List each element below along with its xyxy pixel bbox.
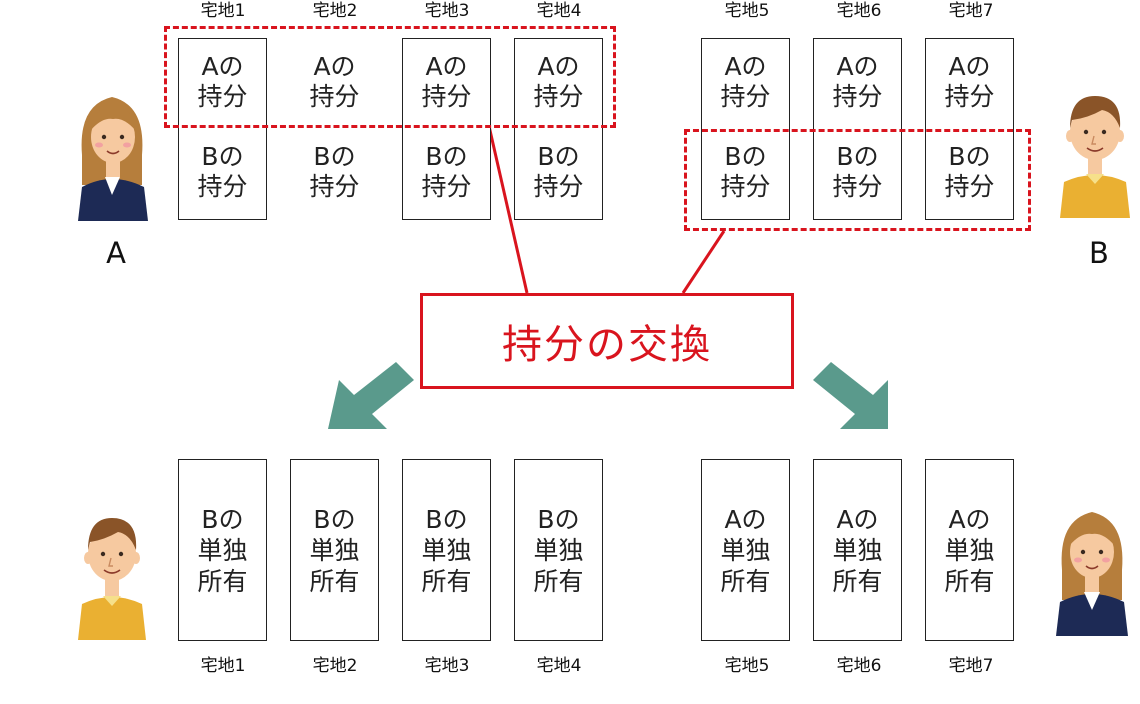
bottom-lot-1-ownership: Bの単独所有 — [197, 505, 248, 596]
top-lot-5-a-share: Aの持分 — [720, 52, 771, 111]
bottom-lot-label-7: 宅地7 — [948, 656, 994, 676]
top-lot-2-a-share: Aの持分 — [309, 52, 360, 111]
bottom-lot-label-1: 宅地1 — [200, 656, 246, 676]
top-lot-1-a-share: Aの持分 — [197, 52, 248, 111]
connector-line-right — [681, 230, 726, 294]
top-lot-1-b-share: Bの持分 — [197, 142, 248, 201]
top-lot-label-5: 宅地5 — [724, 1, 770, 21]
top-lot-6-b-share: Bの持分 — [832, 142, 883, 201]
top-lot-label-2: 宅地2 — [312, 1, 358, 21]
share-exchange-label: 持分の交換 — [502, 322, 712, 368]
person-a-result-avatar — [1052, 510, 1132, 636]
bottom-lot-2-ownership: Bの単独所有 — [309, 505, 360, 596]
top-lot-label-4: 宅地4 — [536, 1, 582, 21]
person-b-label: B — [1089, 236, 1109, 270]
top-lot-label-1: 宅地1 — [200, 1, 246, 21]
top-lot-3-b-share: Bの持分 — [421, 142, 472, 201]
bottom-lot-box-6 — [813, 459, 902, 641]
bottom-lot-label-2: 宅地2 — [312, 656, 358, 676]
top-lot-box-4 — [514, 38, 603, 220]
bottom-lot-box-1 — [178, 459, 267, 641]
bottom-lot-3-ownership: Bの単独所有 — [421, 505, 472, 596]
share-exchange-box: 持分の交換 — [420, 293, 794, 389]
arrow-down-left-icon — [328, 362, 414, 429]
top-lot-4-b-share: Bの持分 — [533, 142, 584, 201]
bottom-lot-label-6: 宅地6 — [836, 656, 882, 676]
top-lot-label-7: 宅地7 — [948, 1, 994, 21]
bottom-lot-box-7 — [925, 459, 1014, 641]
top-lot-3-a-share: Aの持分 — [421, 52, 472, 111]
bottom-lot-box-3 — [402, 459, 491, 641]
person-b-result-avatar — [76, 514, 148, 640]
bottom-lot-6-ownership: Aの単独所有 — [832, 505, 883, 596]
b-share-highlight-group — [684, 129, 1031, 231]
bottom-lot-label-5: 宅地5 — [724, 656, 770, 676]
bottom-lot-label-3: 宅地3 — [424, 656, 470, 676]
top-lot-box-1 — [178, 38, 267, 220]
top-lot-7-a-share: Aの持分 — [944, 52, 995, 111]
connector-line-left — [487, 125, 529, 294]
bottom-lot-5-ownership: Aの単独所有 — [720, 505, 771, 596]
bottom-lot-4-ownership: Bの単独所有 — [533, 505, 584, 596]
person-a-avatar — [72, 95, 154, 221]
person-a-label: A — [106, 236, 126, 270]
top-lot-2-b-share: Bの持分 — [309, 142, 360, 201]
arrow-down-right-icon — [813, 362, 888, 429]
top-lot-box-3 — [402, 38, 491, 220]
top-lot-6-a-share: Aの持分 — [832, 52, 883, 111]
bottom-lot-7-ownership: Aの単独所有 — [944, 505, 995, 596]
top-lot-4-a-share: Aの持分 — [533, 52, 584, 111]
top-lot-label-3: 宅地3 — [424, 1, 470, 21]
top-lot-7-b-share: Bの持分 — [944, 142, 995, 201]
bottom-lot-label-4: 宅地4 — [536, 656, 582, 676]
bottom-lot-box-2 — [290, 459, 379, 641]
top-lot-label-6: 宅地6 — [836, 1, 882, 21]
person-b-avatar — [1058, 90, 1132, 218]
bottom-lot-box-5 — [701, 459, 790, 641]
top-lot-5-b-share: Bの持分 — [720, 142, 771, 201]
a-share-highlight-group — [164, 26, 616, 128]
bottom-lot-box-4 — [514, 459, 603, 641]
